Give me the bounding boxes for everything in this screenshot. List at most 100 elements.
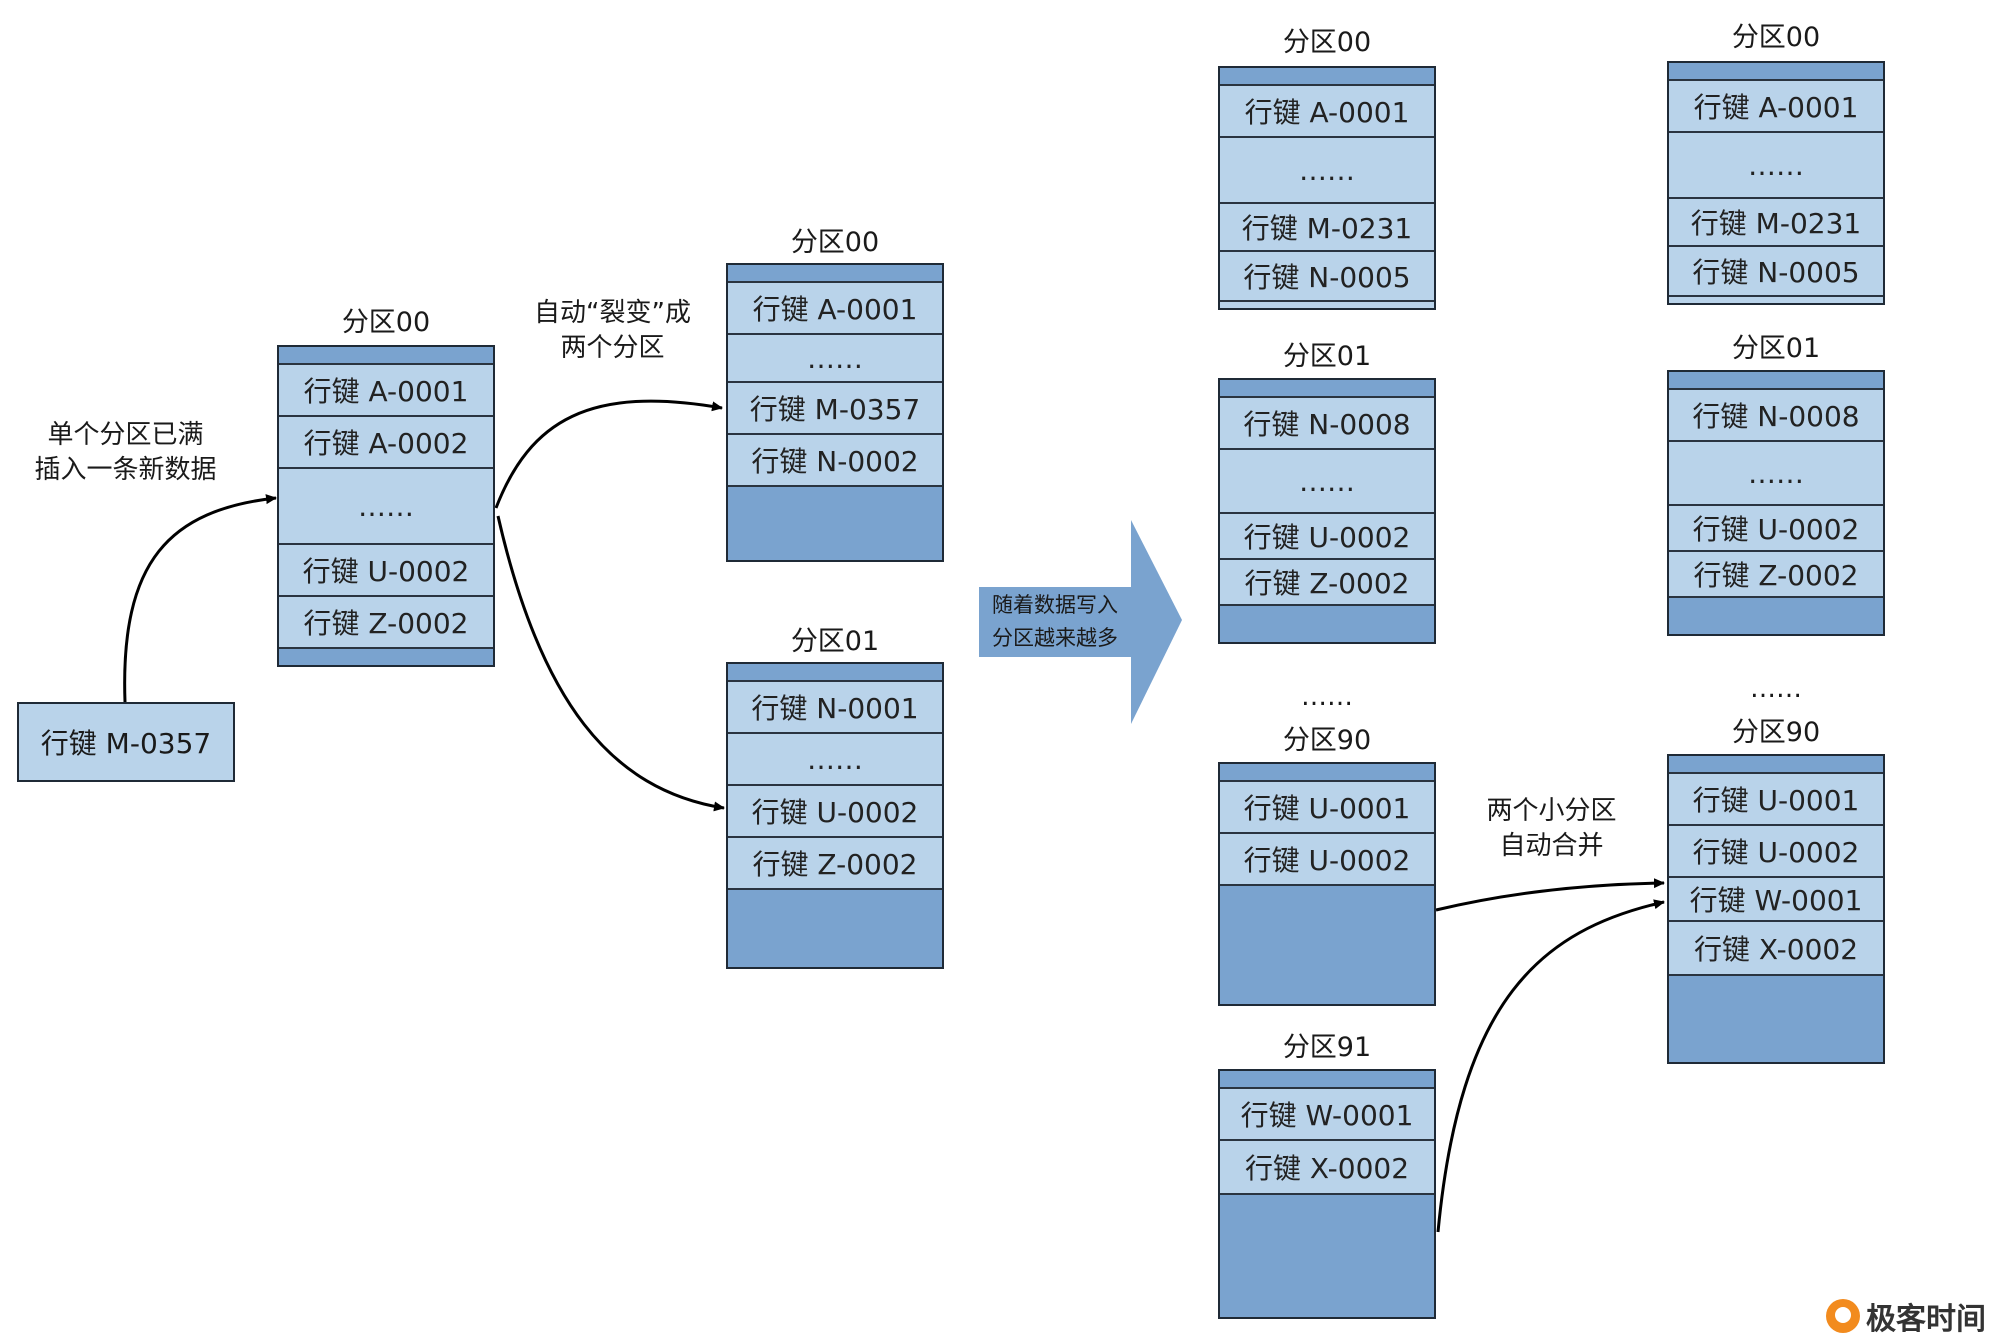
empty-space xyxy=(1220,884,1434,1004)
caption-line: 单个分区已满 xyxy=(47,420,204,450)
caption-line: 自动合并 xyxy=(1499,831,1604,862)
m90-partition: 行键 U-0001 行键 U-0002 xyxy=(1218,762,1436,1006)
caption-line: 两个小分区 xyxy=(1486,796,1617,826)
empty-space xyxy=(728,485,942,560)
table-row: 行键 X-0002 xyxy=(1669,920,1883,974)
orig-partition-title: 分区00 xyxy=(341,307,431,338)
more-partitions-ellipsis: …… xyxy=(1301,682,1353,712)
logo-text: 极客时间 xyxy=(1866,1302,1986,1337)
table-row: 行键 X-0002 xyxy=(1220,1139,1434,1193)
r90-merged-partition: 行键 U-0001 行键 U-0002 行键 W-0001 行键 X-0002 xyxy=(1667,754,1885,1064)
r01-title: 分区01 xyxy=(1731,333,1821,364)
m90-title: 分区90 xyxy=(1282,725,1372,756)
split-arrow-upper xyxy=(494,399,723,509)
table-row: 行键 W-0001 xyxy=(1669,876,1883,920)
split01-partition: 行键 N-0001 …… 行键 U-0002 行键 Z-0002 xyxy=(726,662,944,969)
table-row: 行键 Z-0002 xyxy=(1220,558,1434,604)
m01-partition: 行键 N-0008 …… 行键 U-0002 行键 Z-0002 xyxy=(1218,378,1436,644)
partition-header xyxy=(1669,372,1883,388)
insert-arrow xyxy=(123,494,277,703)
m01-title: 分区01 xyxy=(1282,341,1372,372)
table-row: 行键 U-0002 xyxy=(1220,512,1434,558)
table-row: 行键 A-0001 xyxy=(279,363,493,415)
r90-title: 分区90 xyxy=(1731,717,1821,748)
table-row: 行键 U-0002 xyxy=(1669,824,1883,876)
table-row: 行键 N-0008 xyxy=(1220,396,1434,448)
table-row: …… xyxy=(1220,136,1434,202)
empty-space xyxy=(1220,1193,1434,1317)
table-row: 行键 Z-0002 xyxy=(728,836,942,888)
table-row: 行键 A-0001 xyxy=(1669,79,1883,131)
table-row: 行键 A-0001 xyxy=(1220,84,1434,136)
partition-header xyxy=(1220,380,1434,396)
split-arrow-lower xyxy=(496,515,725,812)
partition-header xyxy=(1669,63,1883,79)
more-partitions-ellipsis: …… xyxy=(1750,674,1802,704)
table-row: 行键 N-0005 xyxy=(1220,250,1434,300)
table-row: …… xyxy=(728,333,942,381)
table-row: 行键 U-0002 xyxy=(279,543,493,595)
growth-caption: 随着数据写入 分区越来越多 xyxy=(979,587,1131,657)
new-row-text: 行键 M-0357 xyxy=(40,727,212,760)
table-row: 行键 M-0357 xyxy=(728,381,942,433)
brand-logo: 极客时间 xyxy=(1826,1294,1986,1338)
caption-line: 分区越来越多 xyxy=(992,626,1118,650)
table-row: 行键 U-0002 xyxy=(728,784,942,836)
table-row: 行键 N-0005 xyxy=(1669,245,1883,295)
r01-partition: 行键 N-0008 …… 行键 U-0002 行键 Z-0002 xyxy=(1667,370,1885,636)
table-row: 行键 W-0001 xyxy=(1220,1087,1434,1139)
empty-space xyxy=(1669,974,1883,1062)
split00-title: 分区00 xyxy=(790,227,880,258)
m00-title: 分区00 xyxy=(1282,27,1372,58)
partition-footer xyxy=(279,647,493,665)
caption-line: 自动“裂变”成 xyxy=(534,298,691,328)
table-row: 行键 N-0001 xyxy=(728,680,942,732)
split01-title: 分区01 xyxy=(790,626,880,657)
merge-arrow-upper xyxy=(1435,878,1665,912)
m91-title: 分区91 xyxy=(1282,1032,1372,1063)
merge-caption: 两个小分区 自动合并 xyxy=(1444,794,1659,864)
partition-header xyxy=(279,347,493,363)
table-row: …… xyxy=(1669,440,1883,504)
partition-header xyxy=(1220,764,1434,780)
empty-space xyxy=(728,888,942,967)
table-row: 行键 U-0002 xyxy=(1220,832,1434,884)
partition-header xyxy=(728,265,942,281)
merge-arrow-lower xyxy=(1436,899,1665,1233)
partition-footer xyxy=(1669,295,1883,303)
m91-partition: 行键 W-0001 行键 X-0002 xyxy=(1218,1069,1436,1319)
partition-footer xyxy=(1220,300,1434,308)
partition-header xyxy=(1669,756,1883,772)
table-row: 行键 A-0002 xyxy=(279,415,493,467)
table-row: 行键 N-0002 xyxy=(728,433,942,485)
caption-line: 两个分区 xyxy=(560,333,665,364)
r00-title: 分区00 xyxy=(1731,22,1821,53)
empty-space xyxy=(1220,604,1434,642)
table-row: 行键 U-0001 xyxy=(1220,780,1434,832)
caption-line: 随着数据写入 xyxy=(992,593,1118,618)
table-row: …… xyxy=(1220,448,1434,512)
table-row: 行键 N-0008 xyxy=(1669,388,1883,440)
table-row: 行键 M-0231 xyxy=(1669,197,1883,245)
table-row: …… xyxy=(279,467,493,543)
table-row: 行键 Z-0002 xyxy=(1669,550,1883,596)
partition-header xyxy=(1220,1071,1434,1087)
r00-partition: 行键 A-0001 …… 行键 M-0231 行键 N-0005 xyxy=(1667,61,1885,305)
partition-header xyxy=(1220,68,1434,84)
orig-partition: 行键 A-0001 行键 A-0002 …… 行键 U-0002 行键 Z-00… xyxy=(277,345,495,667)
empty-space xyxy=(1669,596,1883,634)
table-row: 行键 U-0001 xyxy=(1669,772,1883,824)
partition-header xyxy=(728,664,942,680)
caption-line: 插入一条新数据 xyxy=(34,455,217,486)
full-partition-caption: 单个分区已满 插入一条新数据 xyxy=(18,418,233,488)
new-row-box: 行键 M-0357 xyxy=(17,702,235,782)
split00-partition: 行键 A-0001 …… 行键 M-0357 行键 N-0002 xyxy=(726,263,944,562)
geektime-logo-icon xyxy=(1826,1299,1860,1333)
growth-big-arrow xyxy=(1131,520,1182,724)
table-row: …… xyxy=(728,732,942,784)
table-row: …… xyxy=(1669,131,1883,197)
table-row: 行键 U-0002 xyxy=(1669,504,1883,550)
m00-partition: 行键 A-0001 …… 行键 M-0231 行键 N-0005 xyxy=(1218,66,1436,310)
